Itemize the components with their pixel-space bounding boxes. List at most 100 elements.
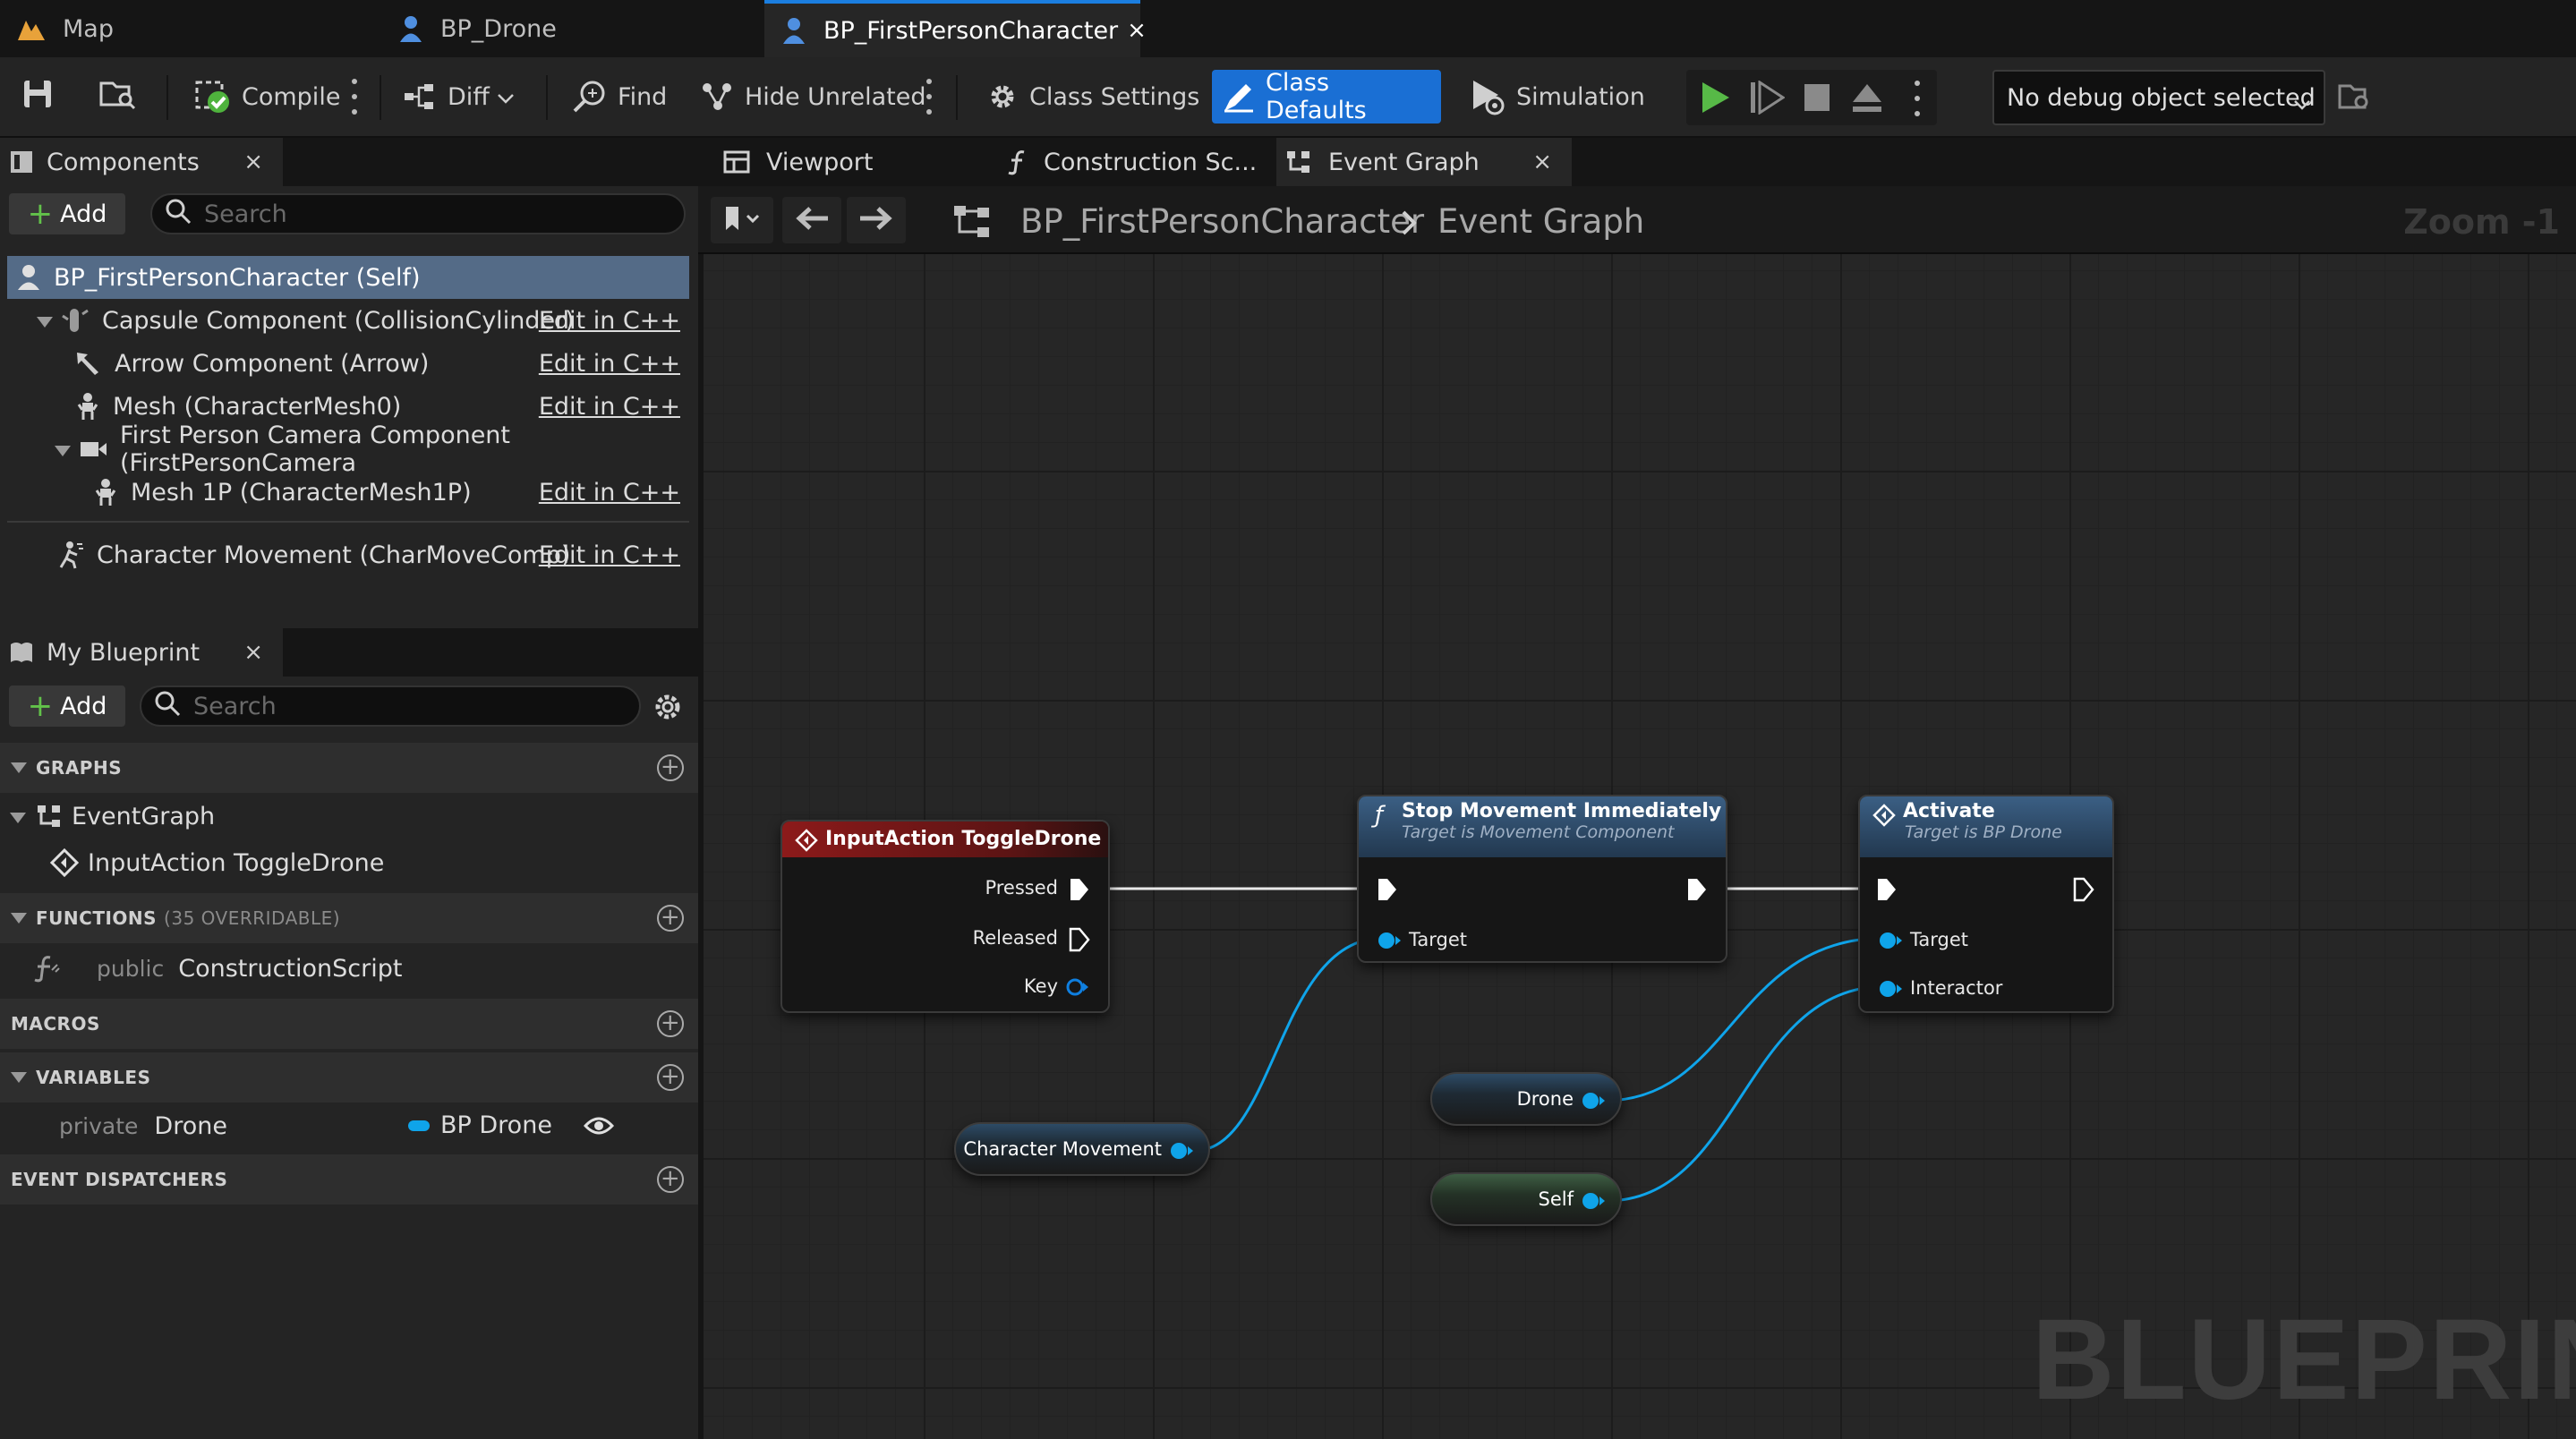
plus-icon: + xyxy=(27,688,54,724)
node-input-action-toggle-drone[interactable]: InputAction ToggleDrone Pressed Released… xyxy=(780,820,1110,1013)
components-search-input[interactable] xyxy=(204,200,684,228)
edit-in-cpp-link[interactable]: Edit in C++ xyxy=(538,478,680,507)
component-camera[interactable]: First Person Camera Component (FirstPers… xyxy=(7,421,689,477)
add-component-button[interactable]: +Add xyxy=(9,193,125,234)
construction-script-item[interactable]: public ConstructionScript xyxy=(30,947,402,990)
object-pin-output-icon[interactable] xyxy=(1581,1191,1606,1215)
save-button[interactable] xyxy=(13,70,63,123)
collapse-arrow-icon xyxy=(11,762,27,773)
variable-type[interactable]: BP Drone xyxy=(440,1111,552,1139)
gear-icon[interactable] xyxy=(652,691,684,727)
breadcrumb-root[interactable]: BP_FirstPersonCharacter xyxy=(1020,202,1425,241)
find-options-icon[interactable] xyxy=(925,79,933,115)
exec-pin-out-icon[interactable] xyxy=(1686,877,1708,906)
variable-access: private xyxy=(59,1112,139,1139)
node-get-drone[interactable]: Drone xyxy=(1430,1072,1622,1126)
edit-in-cpp-link[interactable]: Edit in C++ xyxy=(538,349,680,378)
doc-tab-bp-firstpersoncharacter[interactable]: BP_FirstPersonCharacter × xyxy=(764,0,1147,57)
play-options-icon[interactable] xyxy=(1914,81,1921,116)
macros-section-header[interactable]: MACROS + xyxy=(0,999,698,1049)
toolbar-separator xyxy=(956,75,958,120)
input-action-label: InputAction ToggleDrone xyxy=(88,848,385,877)
components-search[interactable] xyxy=(150,193,686,234)
components-tab[interactable]: Components × xyxy=(0,138,283,186)
close-icon[interactable]: × xyxy=(243,639,263,666)
debug-filter-icon[interactable] xyxy=(2338,82,2370,116)
struct-pin-key-icon[interactable] xyxy=(1065,977,1090,1000)
hide-unrelated-button[interactable]: Hide Unrelated xyxy=(691,70,935,123)
find-button[interactable]: Find xyxy=(562,70,676,123)
component-character-movement[interactable]: Character Movement (CharMoveComp) Edit i… xyxy=(7,533,689,576)
close-icon[interactable]: × xyxy=(1127,17,1147,44)
eject-icon[interactable] xyxy=(1849,81,1885,118)
add-variable-icon[interactable]: + xyxy=(657,1064,684,1091)
diff-button[interactable]: Diff xyxy=(394,70,524,123)
stop-icon[interactable] xyxy=(1803,82,1831,116)
browse-button[interactable] xyxy=(90,70,147,123)
object-pin-output-icon[interactable] xyxy=(1169,1141,1194,1165)
functions-section-header[interactable]: FUNCTIONS (35 OVERRIDABLE) + xyxy=(0,893,698,943)
object-pin-output-icon[interactable] xyxy=(1581,1091,1606,1115)
compile-options-icon[interactable] xyxy=(351,79,358,115)
add-member-button[interactable]: +Add xyxy=(9,685,125,727)
debug-object-label: No debug object selected xyxy=(2007,83,2316,112)
exec-pin-pressed-icon[interactable] xyxy=(1069,877,1090,906)
object-pin-target-icon[interactable] xyxy=(1878,931,1903,954)
tab-event-graph[interactable]: Event Graph × xyxy=(1276,138,1572,186)
hide-unrelated-label: Hide Unrelated xyxy=(745,82,926,111)
node-get-self[interactable]: Self xyxy=(1430,1172,1622,1226)
variables-section-header[interactable]: VARIABLES + xyxy=(0,1052,698,1103)
bookmark-button[interactable] xyxy=(711,197,773,243)
eye-icon[interactable] xyxy=(583,1115,615,1143)
exec-pin-released-icon[interactable] xyxy=(1069,927,1090,956)
back-button[interactable] xyxy=(782,197,841,243)
blueprint-watermark: BLUEPRINT xyxy=(2032,1296,2576,1424)
play-icon[interactable] xyxy=(1699,81,1731,118)
class-defaults-button[interactable]: Class Defaults xyxy=(1212,69,1441,124)
input-action-item[interactable]: InputAction ToggleDrone xyxy=(50,841,384,884)
component-self[interactable]: BP_FirstPersonCharacter (Self) xyxy=(7,256,689,299)
node-activate[interactable]: Activate Target is BP Drone Target Inter… xyxy=(1858,795,2114,1013)
event-graph-canvas[interactable]: InputAction ToggleDrone Pressed Released… xyxy=(704,254,2576,1439)
debug-object-dropdown[interactable]: No debug object selected xyxy=(1992,70,2325,125)
node-subtitle: Target is Movement Component xyxy=(1402,822,1675,842)
event-graph-item[interactable]: EventGraph xyxy=(9,795,215,838)
forward-button[interactable] xyxy=(847,197,906,243)
close-icon[interactable]: × xyxy=(1532,149,1552,175)
doc-tab-map[interactable]: Map xyxy=(16,0,374,57)
component-arrow[interactable]: Arrow Component (Arrow) Edit in C++ xyxy=(7,342,689,385)
event-dispatchers-section-header[interactable]: EVENT DISPATCHERS + xyxy=(0,1154,698,1205)
my-blueprint-search[interactable] xyxy=(140,685,641,727)
component-mesh-1p[interactable]: Mesh 1P (CharacterMesh1P) Edit in C++ xyxy=(7,471,689,514)
add-macro-icon[interactable]: + xyxy=(657,1010,684,1037)
component-mesh[interactable]: Mesh (CharacterMesh0) Edit in C++ xyxy=(7,385,689,428)
doc-tab-bp-drone[interactable]: BP_Drone xyxy=(397,0,755,57)
add-event-dispatcher-icon[interactable]: + xyxy=(657,1166,684,1193)
edit-in-cpp-link[interactable]: Edit in C++ xyxy=(538,306,680,335)
my-blueprint-search-input[interactable] xyxy=(193,692,639,720)
component-capsule[interactable]: Capsule Component (CollisionCylinder) Ed… xyxy=(7,299,689,342)
edit-in-cpp-link[interactable]: Edit in C++ xyxy=(538,541,680,569)
exec-pin-out-icon[interactable] xyxy=(2073,877,2094,906)
edit-in-cpp-link[interactable]: Edit in C++ xyxy=(538,392,680,421)
object-pin-interactor-icon[interactable] xyxy=(1878,979,1903,1002)
pin-label-interactor: Interactor xyxy=(1910,977,2003,999)
my-blueprint-tab[interactable]: My Blueprint × xyxy=(0,628,283,677)
exec-pin-in-icon[interactable] xyxy=(1876,877,1898,906)
exec-pin-in-icon[interactable] xyxy=(1377,877,1398,906)
class-settings-button[interactable]: Class Settings xyxy=(976,70,1208,123)
add-function-icon[interactable]: + xyxy=(657,905,684,932)
tab-label: Event Graph xyxy=(1328,148,1480,176)
object-pin-target-icon[interactable] xyxy=(1377,931,1402,954)
tab-construction-script[interactable]: Construction Sc... xyxy=(997,138,1266,186)
variable-drone-item[interactable]: private Drone BP Drone xyxy=(59,1104,686,1147)
node-get-character-movement[interactable]: Character Movement xyxy=(954,1122,1210,1176)
close-icon[interactable]: × xyxy=(243,149,263,175)
node-stop-movement-immediately[interactable]: ƒ Stop Movement Immediately Target is Mo… xyxy=(1357,795,1727,963)
tab-viewport[interactable]: Viewport xyxy=(714,138,983,186)
simulation-button[interactable]: Simulation xyxy=(1459,70,1654,123)
add-graph-icon[interactable]: + xyxy=(657,754,684,781)
compile-button[interactable]: Compile xyxy=(184,70,349,123)
graphs-section-header[interactable]: GRAPHS + xyxy=(0,743,698,793)
frame-advance-icon[interactable] xyxy=(1749,80,1786,118)
